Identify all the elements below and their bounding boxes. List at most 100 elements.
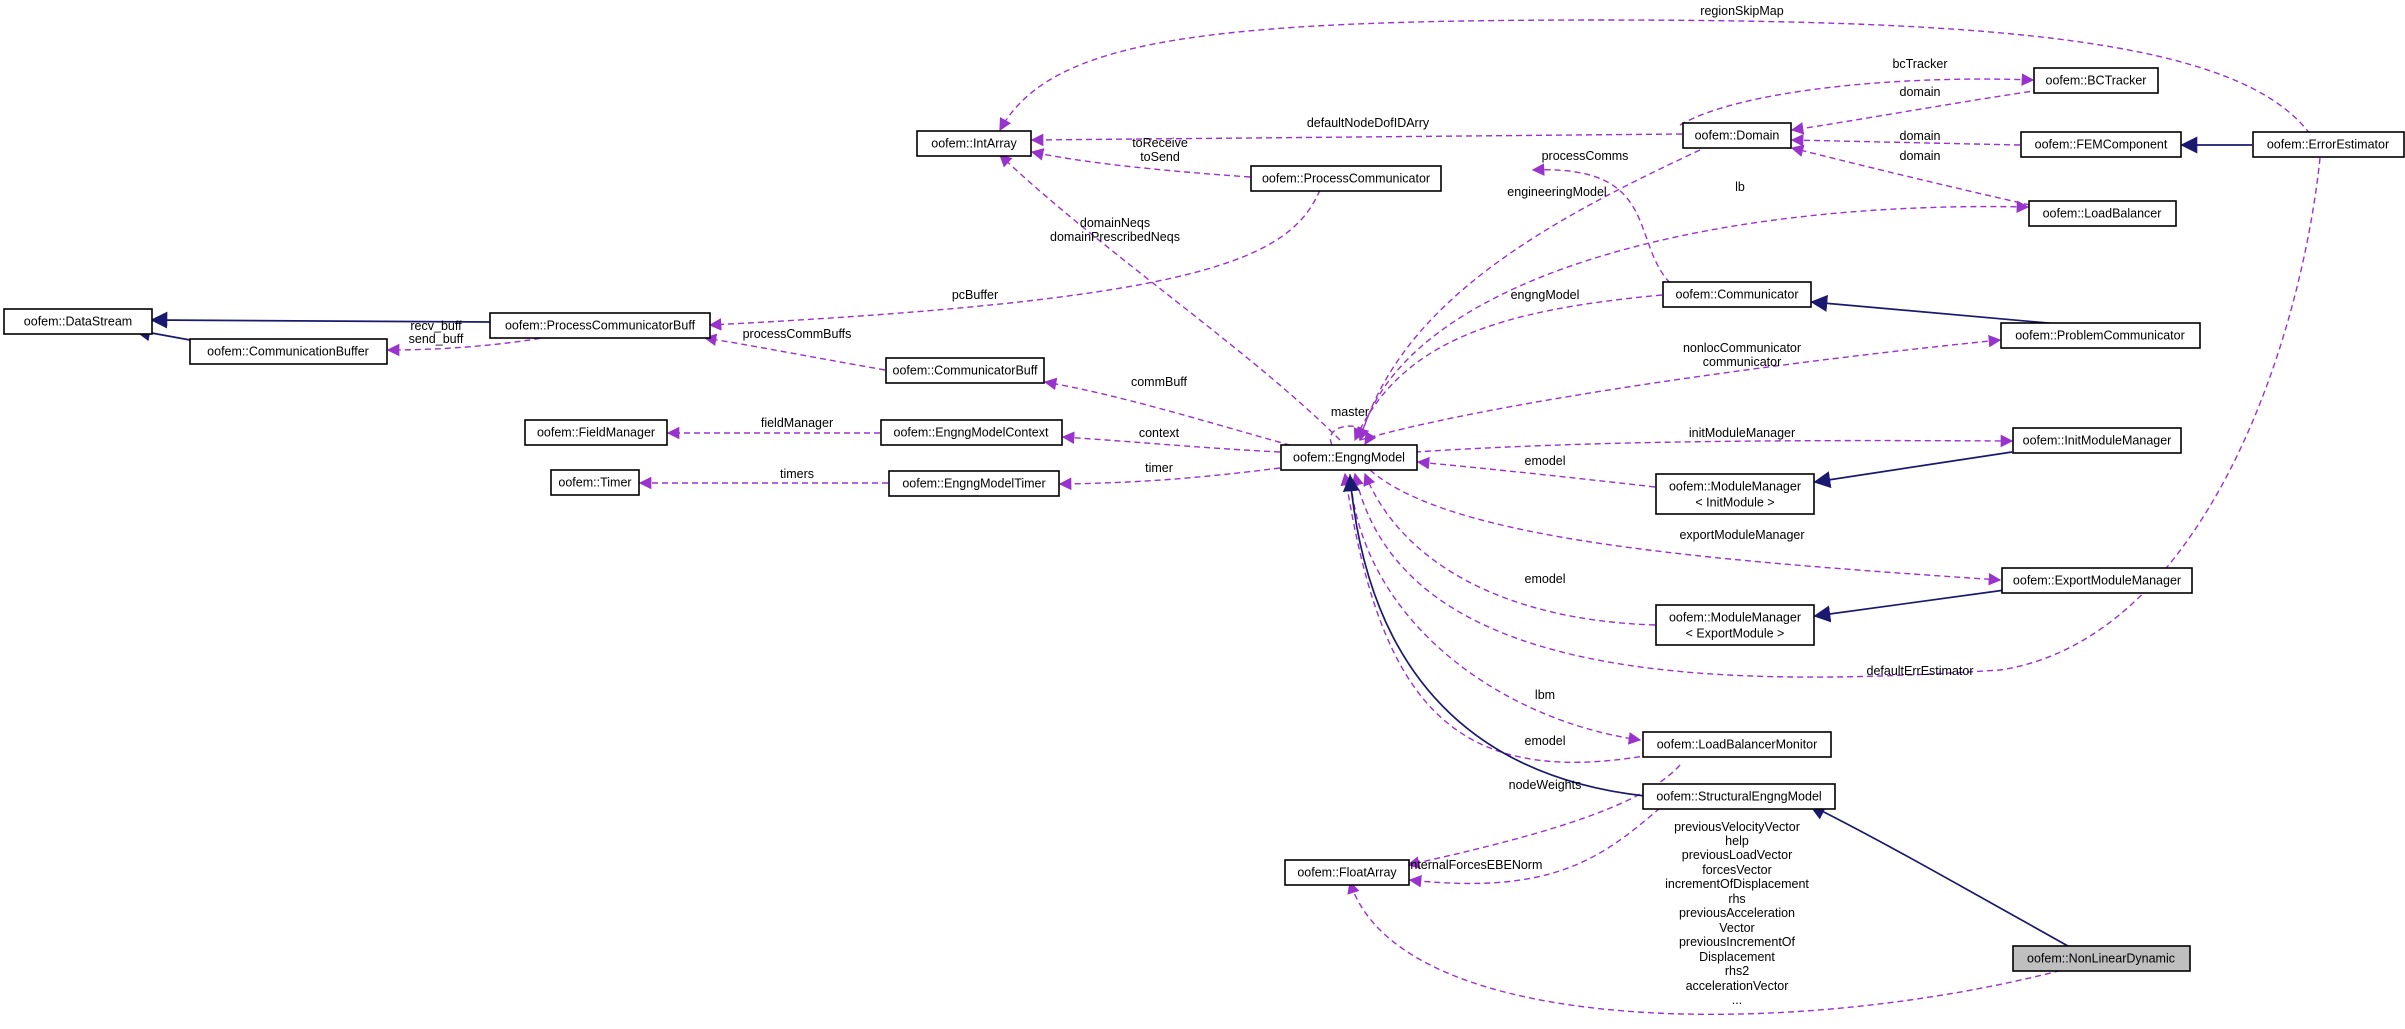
edge-label: master [1331, 405, 1369, 419]
edge-engineeringmodel [1357, 149, 1701, 442]
edge-label: Displacement [1699, 950, 1775, 964]
node-label: oofem::StructuralEngngModel [1656, 789, 1821, 803]
node-engngmodel[interactable]: oofem::EngngModel [1280, 444, 1418, 471]
node-exportmodulemanager[interactable]: oofem::ExportModuleManager [2001, 567, 2193, 594]
edge-label: previousLoadVector [1682, 848, 1793, 862]
edge-mmi-initmm [1813, 451, 2013, 489]
edge-label: accelerationVector [1686, 979, 1789, 993]
node-floatarray[interactable]: oofem::FloatArray [1284, 859, 1410, 886]
edge-label: previousAcceleration [1679, 906, 1795, 920]
edge-pcb-datastream [150, 311, 491, 329]
edge-label: emodel [1525, 572, 1566, 586]
edge-loadbalancer-domain [1790, 144, 2031, 206]
edge-label: engineeringModel [1507, 185, 1606, 199]
edge-mme-exportmm [1813, 589, 2006, 623]
node-label: oofem::ExportModuleManager [2013, 573, 2181, 587]
edge-label: nodeWeights [1509, 778, 1582, 792]
node-label: oofem::BCTracker [2046, 73, 2147, 87]
node-bctracker[interactable]: oofem::BCTracker [2033, 67, 2159, 94]
edge-label: previousIncrementOf [1679, 935, 1796, 949]
edge-em-structural [1342, 474, 1646, 797]
node-fieldmanager[interactable]: oofem::FieldManager [524, 419, 668, 446]
node-label: oofem::ModuleManager [1669, 479, 1801, 493]
edge-label: forcesVector [1702, 863, 1771, 877]
nld-attribute-list: previousVelocityVector help previousLoad… [1665, 820, 1809, 1007]
node-communicator[interactable]: oofem::Communicator [1662, 281, 1812, 308]
node-initmodulemanager[interactable]: oofem::InitModuleManager [2012, 427, 2182, 454]
node-communicatorbuff[interactable]: oofem::CommunicatorBuff [885, 357, 1045, 384]
edge-label: domainNeqs [1080, 216, 1150, 230]
node-label: oofem::Timer [558, 475, 631, 489]
node-label: oofem::Communicator [1676, 287, 1799, 301]
node-label: oofem::ModuleManager [1669, 610, 1801, 624]
edge-label: domain [1900, 149, 1941, 163]
edge-domainneqs [999, 154, 1341, 441]
node-label: oofem::EngngModelContext [894, 425, 1049, 439]
edge-label: emodel [1525, 454, 1566, 468]
edge-master [1329, 425, 1377, 446]
edge-label: domain [1900, 129, 1941, 143]
node-modulemanager-exportmodule[interactable]: oofem::ModuleManager < ExportModule > [1655, 604, 1815, 646]
edge-internalforcesebenorm [1408, 807, 1661, 888]
node-label: oofem::IntArray [931, 136, 1017, 150]
edge-label: initModuleManager [1689, 426, 1795, 440]
edge-label: fieldManager [761, 416, 833, 430]
node-engngmodelcontext[interactable]: oofem::EngngModelContext [880, 419, 1063, 446]
edge-defaulterrestimator [1351, 157, 2321, 678]
edge-bctracker-domain [1790, 89, 2041, 135]
edge-label: pcBuffer [952, 288, 998, 302]
edge-processcommbuffs [703, 333, 886, 371]
node-problemcommunicator[interactable]: oofem::ProblemCommunicator [2000, 322, 2201, 349]
node-label: oofem::NonLinearDynamic [2027, 951, 2175, 965]
usage-edges [386, 19, 2321, 1016]
node-domain[interactable]: oofem::Domain [1682, 122, 1792, 149]
nodes: oofem::IntArray oofem::Domain oofem::BCT… [3, 67, 2405, 972]
edge-label: domainPrescribedNeqs [1050, 230, 1180, 244]
edge-label: engngModel [1511, 288, 1580, 302]
edge-nonloccommunicator [1359, 334, 2002, 441]
edge-label: internalForcesEBENorm [1408, 858, 1543, 872]
node-loadbalancermonitor[interactable]: oofem::LoadBalancerMonitor [1642, 731, 1832, 758]
edge-nld-floatarray [1347, 880, 2071, 1016]
node-communicationbuffer[interactable]: oofem::CommunicationBuffer [189, 338, 388, 365]
edge-label: nonlocCommunicator [1683, 341, 1801, 355]
edge-emodel-export [1363, 472, 1656, 626]
edge-label: send_buff [409, 332, 464, 346]
node-engngmodeltimer[interactable]: oofem::EngngModelTimer [888, 470, 1060, 497]
node-errorestimator[interactable]: oofem::ErrorEstimator [2252, 131, 2405, 158]
edge-label: rhs2 [1725, 964, 1749, 978]
edge-comm-problemcomm [1810, 294, 2071, 326]
edge-label: lb [1735, 180, 1745, 194]
node-label: oofem::CommunicationBuffer [207, 344, 369, 358]
edge-label: Vector [1719, 921, 1754, 935]
edge-labels: regionSkipMap bcTracker domain defaultNo… [409, 4, 1974, 1007]
node-structuralengngmodel[interactable]: oofem::StructuralEngngModel [1642, 783, 1836, 810]
node-processcommunicator[interactable]: oofem::ProcessCommunicator [1250, 165, 1442, 192]
edge-label: timer [1145, 461, 1173, 475]
node-processcommunicatorbuff[interactable]: oofem::ProcessCommunicatorBuff [489, 312, 711, 339]
edge-toreceive-tosend [1030, 148, 1251, 178]
edge-label: incrementOfDisplacement [1665, 877, 1809, 891]
node-datastream[interactable]: oofem::DataStream [3, 308, 153, 335]
node-intarray[interactable]: oofem::IntArray [916, 130, 1032, 157]
node-modulemanager-initmodule[interactable]: oofem::ModuleManager < InitModule > [1655, 473, 1815, 515]
edge-label: regionSkipMap [1700, 4, 1783, 18]
node-label: oofem::ProblemCommunicator [2015, 328, 2185, 342]
edge-label: domain [1900, 85, 1941, 99]
edge-processcomms [1531, 163, 1671, 284]
edge-emodel-init [1416, 456, 1656, 488]
edge-sem-nld [1808, 804, 2076, 951]
node-label: oofem::FloatArray [1297, 865, 1397, 879]
edge-bctracker [1679, 73, 2035, 126]
node-label: oofem::DataStream [24, 314, 132, 328]
node-femcomponent[interactable]: oofem::FEMComponent [2020, 131, 2182, 158]
node-nonlineardynamic[interactable]: oofem::NonLinearDynamic [2012, 945, 2191, 972]
edge-label: ... [1732, 993, 1742, 1007]
node-loadbalancer[interactable]: oofem::LoadBalancer [2028, 200, 2177, 227]
edge-defaultnodedofidarry [1030, 133, 1683, 147]
node-timer[interactable]: oofem::Timer [550, 469, 640, 496]
edge-label: previousVelocityVector [1674, 820, 1800, 834]
node-label: oofem::CommunicatorBuff [893, 363, 1038, 377]
edge-label: defaultNodeDofIDArry [1307, 116, 1430, 130]
edge-label: processCommBuffs [743, 327, 852, 341]
